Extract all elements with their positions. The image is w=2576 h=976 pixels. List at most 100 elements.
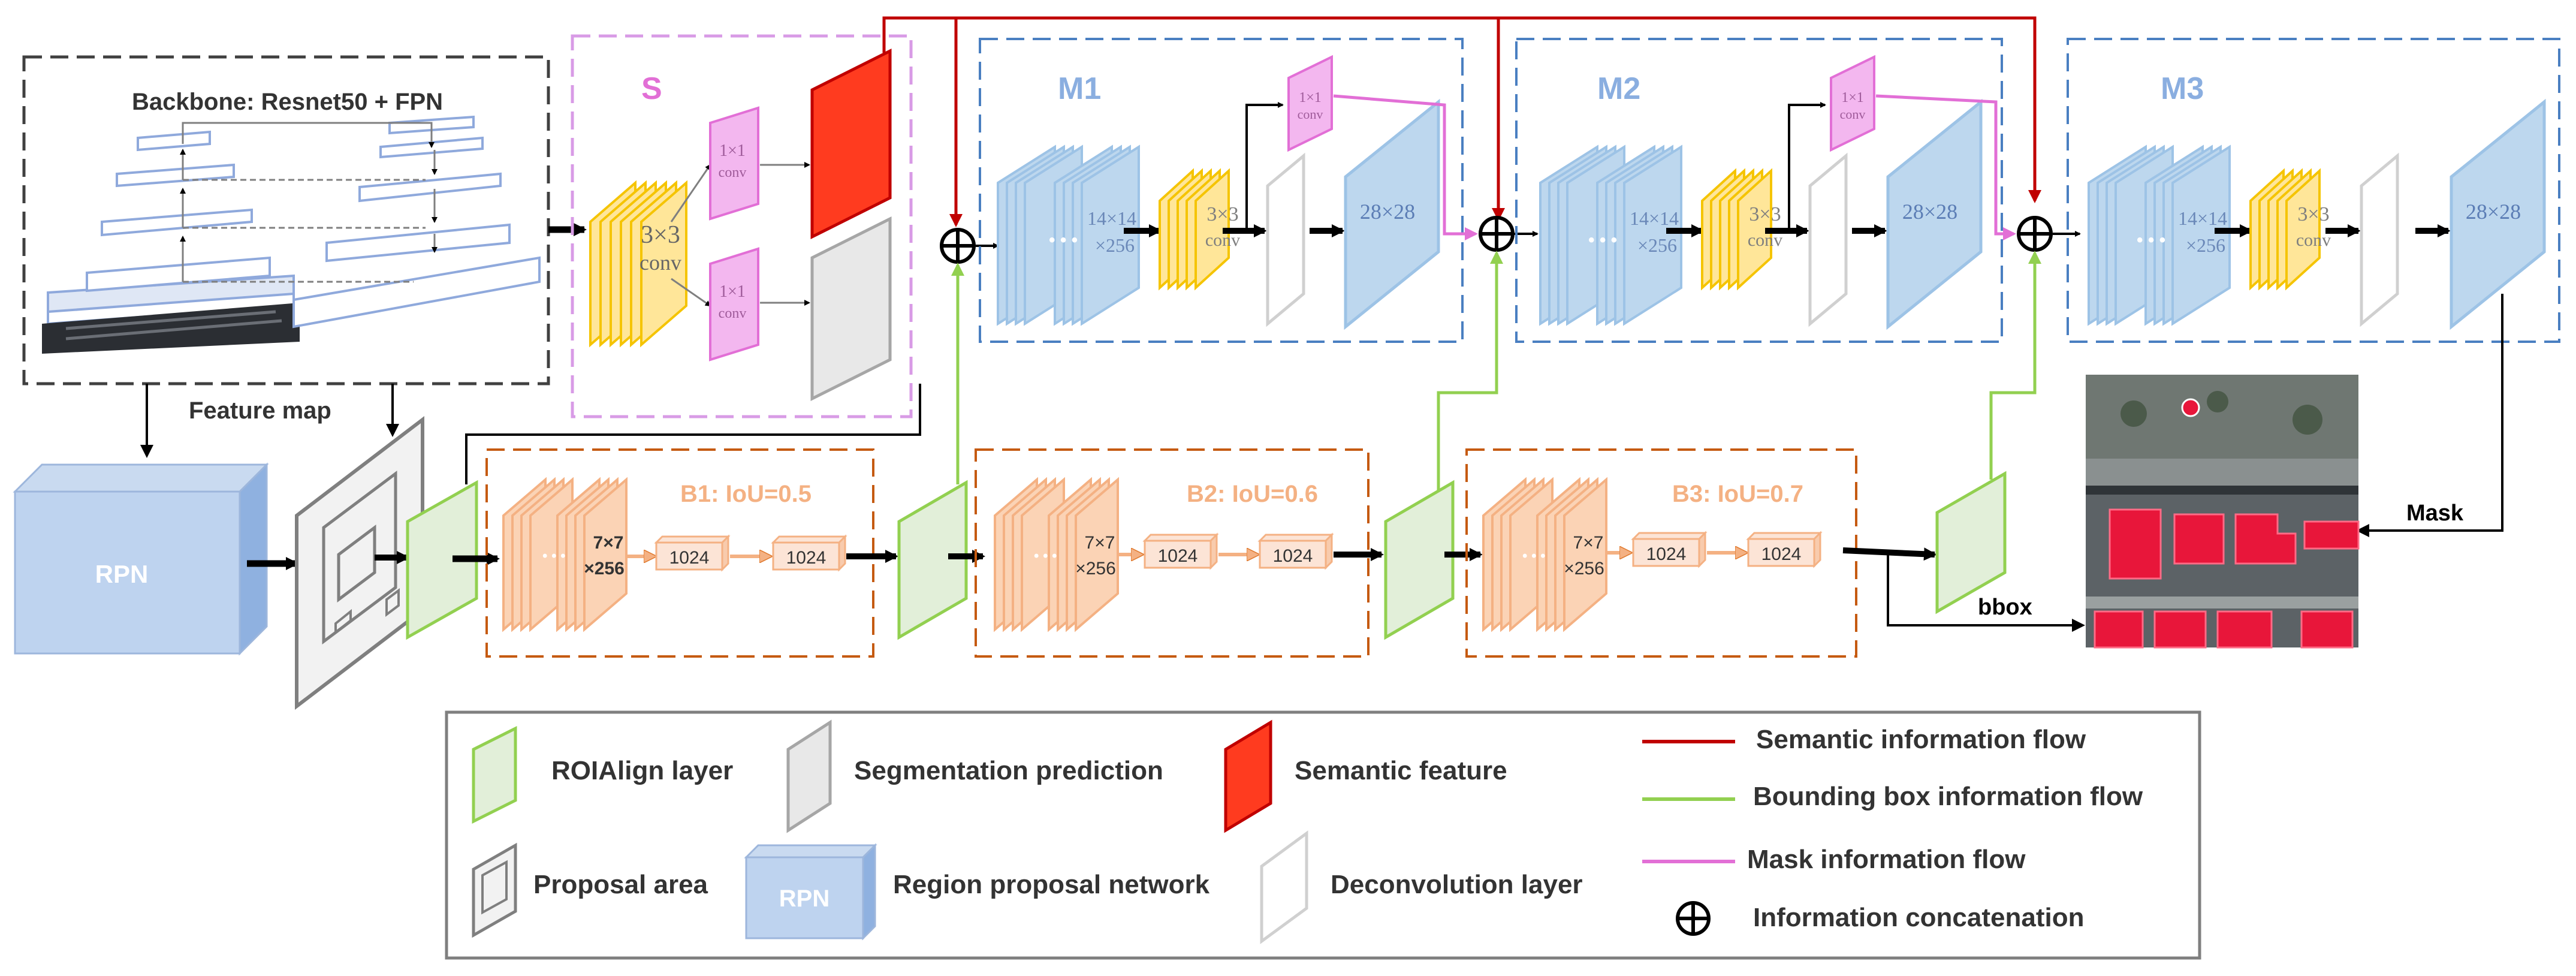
b1-fc1-label: 1024 <box>669 548 710 568</box>
b2-roi-sub: ×256 <box>1075 559 1116 579</box>
mask-flow-1 <box>1333 94 1478 240</box>
s-conv3-label: 3×3 <box>641 221 680 249</box>
m1-roi-sub: ×256 <box>1095 234 1135 256</box>
legend-roialign-icon <box>472 725 517 824</box>
s-conv1-bottom-label: 1×1 <box>719 282 746 301</box>
b3-fc1-label: 1024 <box>1646 544 1687 564</box>
legend: ROIAlign layer Segmentation prediction S… <box>445 710 2201 960</box>
concat-node-1 <box>940 228 976 264</box>
svg-text:• • •: • • • <box>2137 230 2165 250</box>
legend-deconv-icon <box>1260 830 1308 944</box>
b1-roi-sub: ×256 <box>584 559 625 579</box>
legend-mask-flow-label: Mask information flow <box>1747 845 2026 874</box>
s-segmentation-prediction <box>810 216 892 402</box>
b2-label: B2: IoU=0.6 <box>1187 481 1318 507</box>
feature-map-label: Feature map <box>189 397 331 424</box>
svg-text:• • •: • • • <box>1034 548 1057 564</box>
proposal-area <box>295 415 424 710</box>
mask-stage-m3: M3 • • • 14×14 ×256 3×3 conv 28×28 <box>2067 38 2560 343</box>
legend-rpn-icon: RPN <box>744 843 877 941</box>
b3-roi-label: 7×7 <box>1573 533 1604 553</box>
m3-roi-sub: ×256 <box>2186 234 2225 256</box>
m2-roi-sub: ×256 <box>1637 234 1677 256</box>
s-conv1-top-sub: conv <box>719 165 747 180</box>
svg-text:• • •: • • • <box>1522 548 1546 564</box>
b1-fc2-label: 1024 <box>786 548 827 568</box>
semantic-feature-map <box>810 48 892 240</box>
b1-roi-label: 7×7 <box>593 533 624 553</box>
legend-bbox-flow-label: Bounding box information flow <box>1753 782 2143 811</box>
mask-output-label: Mask <box>2406 501 2464 526</box>
roialign-layer-2 <box>1384 480 1455 640</box>
m1-conv1-sub: conv <box>1298 107 1323 122</box>
fpn-pyramid-right <box>292 115 541 329</box>
roialign-layer-3 <box>1935 471 2007 614</box>
m2-conv1-sub: conv <box>1840 107 1866 122</box>
m2-conv1-label: 1×1 <box>1841 90 1864 106</box>
legend-rpn-label: Region proposal network <box>893 870 1210 899</box>
m3-roi-label: 14×14 <box>2178 207 2227 229</box>
b2-roi-label: 7×7 <box>1085 533 1115 553</box>
rpn-label: RPN <box>95 560 149 588</box>
legend-segpred-icon <box>786 719 832 833</box>
legend-roialign-label: ROIAlign layer <box>551 756 733 785</box>
s-conv1-bottom-sub: conv <box>719 306 747 321</box>
b2-fc2-label: 1024 <box>1273 546 1313 566</box>
legend-segpred-label: Segmentation prediction <box>854 756 1163 785</box>
mask-stage-m1: M1 • • • 14×14 ×256 3×3 conv 1×1 conv <box>979 38 1464 343</box>
b3-fc2-label: 1024 <box>1761 544 1802 564</box>
mask-output-arrow <box>2356 294 2503 537</box>
m2-conv-label: 3×3 <box>1749 203 1781 225</box>
bbox-output-label: bbox <box>1978 595 2032 620</box>
svg-text:• • •: • • • <box>1049 230 1078 250</box>
m1-conv1-label: 1×1 <box>1299 90 1322 106</box>
legend-rpn-icon-text: RPN <box>779 885 829 912</box>
svg-text:• • •: • • • <box>1588 230 1617 250</box>
s-conv3x3-stack <box>589 180 687 348</box>
s-conv3-sub: conv <box>640 251 681 275</box>
m2-label: M2 <box>1597 71 1640 106</box>
semantic-branch-s: S 3×3 conv 1×1 conv 1×1 conv <box>571 34 913 418</box>
box-stage-b1: B1: IoU=0.5 • • • 7×7 ×256 1024 1024 <box>485 448 874 658</box>
s-conv1x1-bottom: 1×1 conv <box>709 247 759 362</box>
mask-stage-m2: M2 • • • 14×14 ×256 3×3 conv 1×1 conv <box>1515 38 2003 343</box>
legend-semfeat-icon <box>1224 719 1272 833</box>
s-conv1-top-label: 1×1 <box>719 141 746 160</box>
concat-node-2 <box>1479 216 1515 252</box>
legend-deconv-label: Deconvolution layer <box>1331 870 1583 899</box>
backbone-title: Backbone: Resnet50 + FPN <box>132 89 443 115</box>
legend-concat-icon <box>1676 901 1711 936</box>
b3-roi-sub: ×256 <box>1564 559 1604 579</box>
m1-out-label: 28×28 <box>1360 200 1415 224</box>
s-conv1x1-top: 1×1 conv <box>709 106 759 221</box>
b2-fc1-label: 1024 <box>1158 546 1198 566</box>
concat-node-3 <box>2017 216 2053 252</box>
m2-out-label: 28×28 <box>1902 200 1957 224</box>
rpn-block: RPN <box>13 462 269 656</box>
b3-label: B3: IoU=0.7 <box>1672 481 1803 507</box>
b1-label: B1: IoU=0.5 <box>680 481 812 507</box>
legend-semfeat-label: Semantic feature <box>1295 756 1507 785</box>
m3-label: M3 <box>2161 71 2204 106</box>
m3-conv-sub: conv <box>2296 230 2331 250</box>
box-stage-b2: B2: IoU=0.6 • • • 7×7 ×256 1024 1024 <box>975 448 1370 658</box>
m2-roi-label: 14×14 <box>1630 207 1679 229</box>
box-stage-b3: B3: IoU=0.7 • • • 7×7 ×256 1024 1024 <box>1465 448 1857 658</box>
mask-flow-2 <box>1875 94 2016 240</box>
roialign-layer-1 <box>897 480 968 640</box>
s-label: S <box>641 71 662 106</box>
legend-proposal-icon <box>472 842 517 938</box>
legend-proposal-label: Proposal area <box>533 870 708 899</box>
roi0-to-concat1-line <box>465 384 921 484</box>
svg-text:• • •: • • • <box>542 548 566 564</box>
m1-label: M1 <box>1058 71 1101 106</box>
legend-concat-label: Information concatenation <box>1753 903 2084 932</box>
roialign-layer-0 <box>406 480 478 640</box>
fpn-connectors <box>180 122 438 283</box>
result-satellite-image <box>2086 375 2360 649</box>
m3-out-label: 28×28 <box>2466 200 2521 224</box>
legend-semantic-flow-label: Semantic information flow <box>1756 725 2086 754</box>
m1-conv-label: 3×3 <box>1206 203 1238 225</box>
bbox-output-arrow <box>1887 552 2085 632</box>
